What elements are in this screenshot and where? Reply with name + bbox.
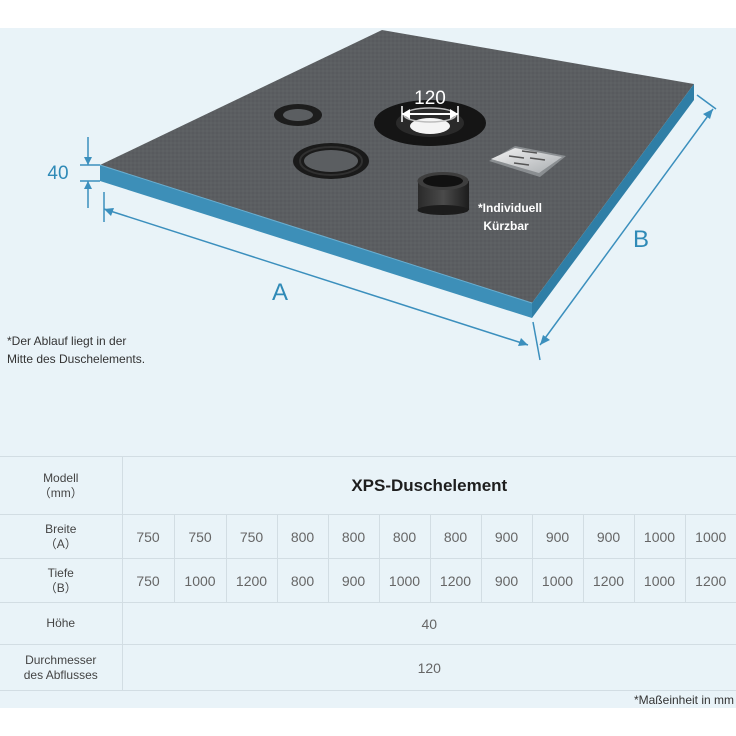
board-edge-highlight [99, 164, 533, 304]
width-row-title: Breite [45, 521, 77, 536]
table-cell: 900 [480, 514, 532, 559]
cut-note-line1: *Individuell [478, 201, 542, 215]
table-cell: 1000 [531, 558, 583, 603]
unit-note: *Maßeinheit in mm [633, 693, 734, 707]
table-cell: 900 [480, 558, 532, 603]
width-row-label: Breite （A） [0, 514, 122, 559]
table-cell: 750 [173, 514, 226, 559]
table-header-row: Modell （mm） XPS-Duschelement [0, 456, 736, 515]
table-cell: 1000 [633, 558, 685, 603]
model-label: Modell [43, 470, 79, 485]
table-cell: 1000 [173, 558, 226, 603]
shower-board-diagram: 120 *Individuell Kürzbar [47, 30, 717, 361]
table-cell: 1000 [684, 514, 736, 559]
top-margin [0, 0, 736, 28]
board-edge-front [100, 165, 532, 318]
drain-cover-plate [489, 146, 566, 177]
table-cell: 900 [531, 514, 583, 559]
height-label: 40 [47, 163, 68, 184]
drain-pipe [417, 172, 469, 215]
table-cell: 800 [276, 558, 328, 603]
depth-row-sub: （B） [44, 580, 77, 595]
model-unit: （mm） [38, 485, 83, 500]
table-cell: 900 [327, 558, 379, 603]
drain-note-line1: *Der Ablauf liegt in der [7, 334, 127, 348]
drain-position-note: *Der Ablauf liegt in der Mitte des Dusch… [7, 332, 227, 368]
table-cell: 1200 [429, 558, 481, 603]
specification-table: Modell （mm） XPS-Duschelement Breite （A） … [0, 456, 736, 691]
table-cell: 750 [121, 514, 174, 559]
width-row-sub: （A） [44, 536, 77, 551]
drain-note-line2: Mitte des Duschelements. [7, 352, 146, 366]
table-row: Durchmesser des Abflusses 120 [0, 644, 736, 691]
table-cell: 900 [582, 514, 634, 559]
width-label: B [633, 226, 649, 253]
board-top-surface [100, 30, 694, 303]
table-cell: 800 [429, 514, 481, 559]
length-dimension [103, 192, 529, 346]
model-label-cell: Modell （mm） [0, 456, 122, 515]
drain-row-label: Durchmesser des Abflusses [0, 644, 122, 691]
table-cell: 1200 [582, 558, 634, 603]
drain-row-sub: des Abflusses [23, 667, 98, 682]
table-cell: 1200 [225, 558, 277, 603]
width-dimension [532, 94, 717, 361]
table-row: Breite （A） 750 750 750 800 800 800 800 9… [0, 514, 736, 559]
length-label: A [272, 279, 288, 306]
flange-ring [293, 143, 369, 179]
drain-diameter-value: 120 [121, 644, 736, 691]
table-cell: 800 [327, 514, 379, 559]
table-cell: 1200 [684, 558, 736, 603]
height-value: 40 [121, 602, 736, 645]
drain-diameter-label: 120 [414, 88, 446, 109]
table-cell: 750 [225, 514, 277, 559]
table-cell: 800 [378, 514, 430, 559]
table-cell: 750 [121, 558, 174, 603]
table-cell: 800 [276, 514, 328, 559]
height-row-label: Höhe [0, 602, 122, 645]
sealing-ring [274, 104, 322, 126]
table-row: Höhe 40 [0, 602, 736, 645]
cut-note-line2: Kürzbar [483, 219, 529, 233]
table-cell: 1000 [633, 514, 685, 559]
table-cell: 1000 [378, 558, 430, 603]
bottom-margin [0, 708, 736, 736]
drain-row-title: Durchmesser [25, 652, 97, 667]
depth-row-title: Tiefe [47, 565, 74, 580]
depth-row-label: Tiefe （B） [0, 558, 122, 603]
height-dimension [80, 137, 100, 208]
table-row: Tiefe （B） 750 1000 1200 800 900 1000 120… [0, 558, 736, 603]
drain-diameter-dimension: 120 [401, 88, 459, 122]
board-edge-side [532, 84, 694, 318]
product-title: XPS-Duschelement [121, 456, 736, 515]
